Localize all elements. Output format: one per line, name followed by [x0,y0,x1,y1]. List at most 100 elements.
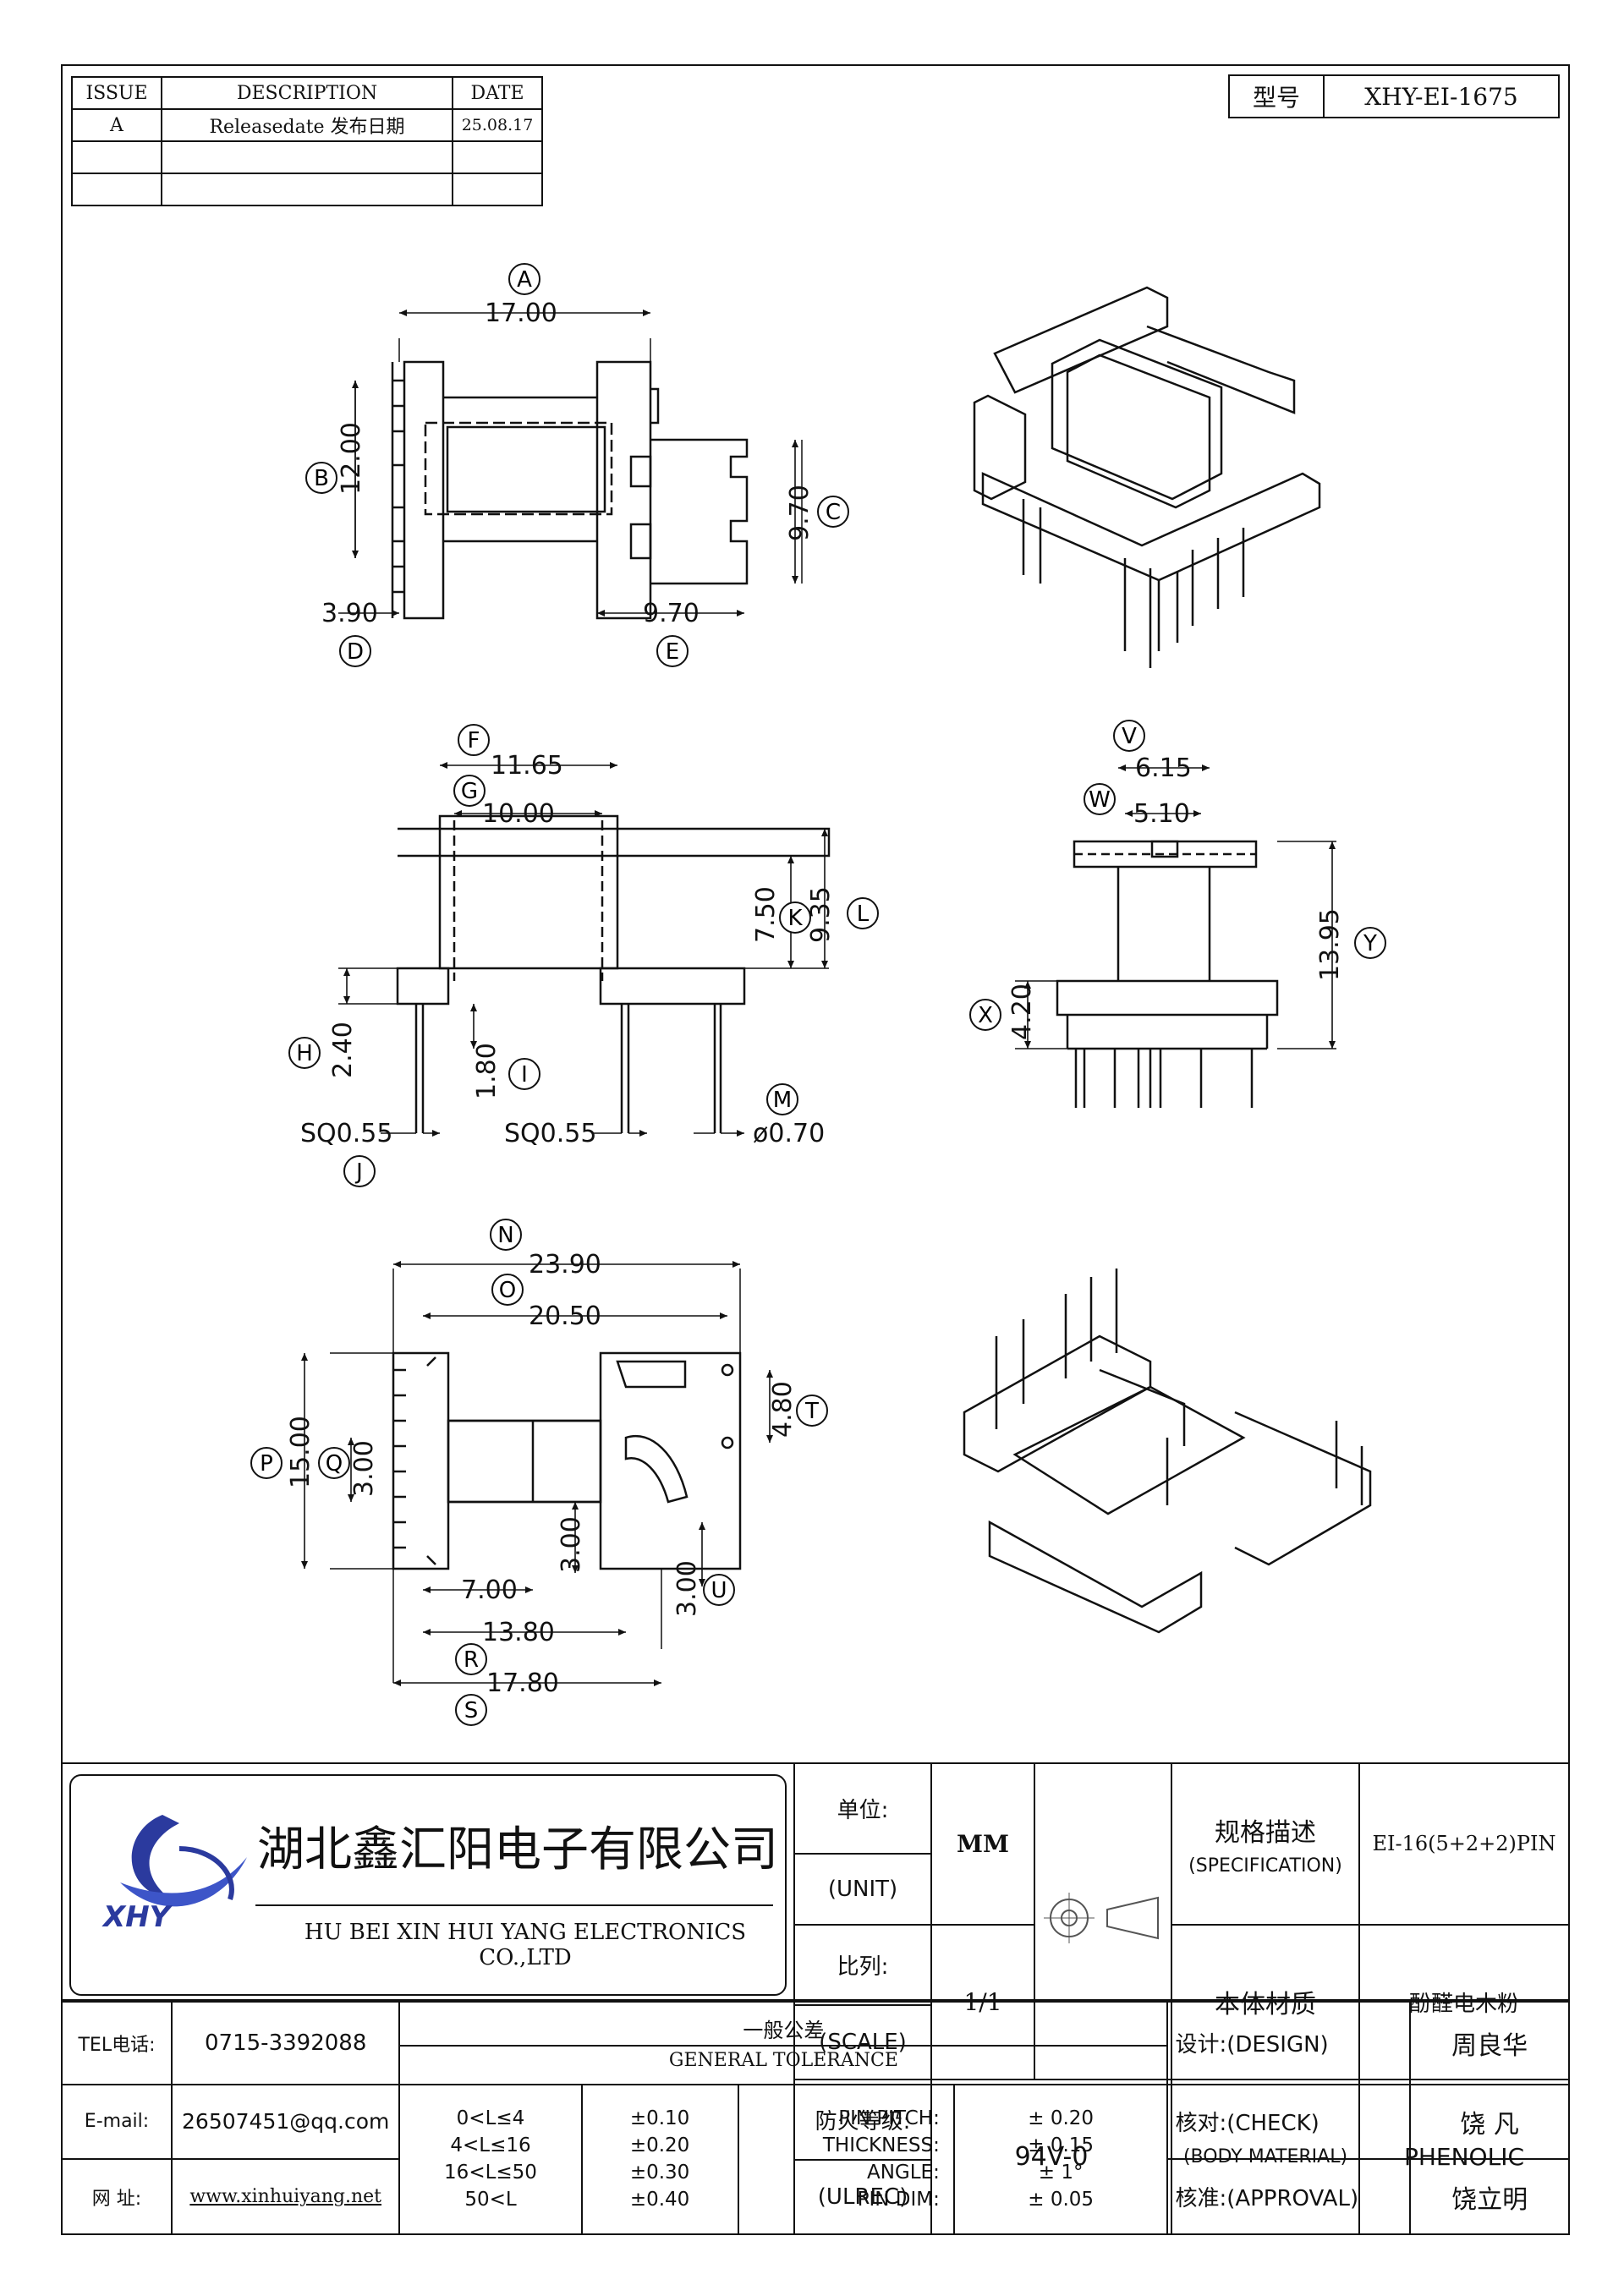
dim-text-700: 7.00 [461,1575,518,1605]
tol-value-2: ±0.20 [629,2134,690,2157]
balloon-i: I [508,1058,540,1090]
svg-text:U: U [710,1578,727,1603]
pin-name-2: THICKNESS: [822,2134,940,2157]
unit-label-en: (UNIT) [793,1852,932,1926]
svg-text:Y: Y [1363,931,1377,956]
dim-text-n: 23.90 [529,1250,601,1280]
pin-tol-2: ± 0.15 [1028,2134,1095,2157]
svg-text:R: R [464,1647,479,1673]
front-view [338,814,831,1133]
balloon-t: T [796,1395,828,1427]
tel-label: TEL电话: [61,2001,173,2085]
balloon-w: W [1084,783,1116,815]
tol-range-2: 4<L≤16 [450,2134,531,2157]
svg-text:X: X [978,1003,993,1028]
tol-range-1: 0<L≤4 [456,2107,525,2130]
technical-drawing: 17.00 12.00 9.70 3.90 9.70 11.65 10.00 7… [250,263,1386,1726]
rev-cell [161,140,453,174]
logo-text: XHY [102,1900,173,1933]
tol-range-4: 50<L [464,2189,517,2211]
dim-text-w: 5.10 [1133,799,1190,829]
svg-text:P: P [260,1451,273,1477]
tol-value-4: ±0.40 [629,2189,690,2211]
tol-value-1: ±0.10 [629,2107,690,2130]
dim-text-m: ø0.70 [753,1119,825,1148]
dim-text-d: 3.90 [321,599,378,628]
balloon-h: H [288,1037,321,1069]
balloon-y: Y [1354,927,1386,959]
balloon-l: L [847,897,879,929]
svg-text:O: O [499,1278,516,1303]
svg-text:E: E [666,639,679,665]
rev-cell [161,173,453,206]
company-name-en: HU BEI XIN HUI YANG ELECTRONICS CO.,LTD [304,1920,747,1970]
rev-cell [71,173,162,206]
balloon-a: A [508,263,540,295]
isometric-view-top [973,286,1321,668]
dim-text-x: 4.20 [1007,984,1037,1040]
email-label: E-mail: [61,2083,173,2161]
dim-text-v: 6.15 [1135,753,1192,783]
spec-label-cn: 规格描述 [1215,1817,1316,1848]
dim-text-p: 15.00 [286,1416,315,1488]
dim-text-t: 4.80 [768,1381,798,1438]
svg-text:Q: Q [326,1451,343,1477]
web-link[interactable]: www.xinhuiyang.net [170,2158,401,2235]
rev-cell: 25.08.17 [452,108,543,142]
svg-text:T: T [804,1399,819,1424]
rev-header-issue: ISSUE [71,76,162,110]
dim-text-f: 11.65 [491,751,563,781]
dim-text-g: 10.00 [482,799,555,829]
unit-label: 单位: [793,1762,932,1855]
company-logo: XHY [102,1815,247,1933]
dim-text-b: 12.00 [337,422,366,495]
dim-text-a: 17.00 [485,299,557,328]
svg-text:D: D [347,639,364,665]
tolerance-heading: 一般公差 GENERAL TOLERANCE [398,2001,1169,2085]
svg-text:B: B [314,466,329,491]
design-label: 设计:(DESIGN) [1166,2001,1412,2085]
spec-label-cell: 规格描述 (SPECIFICATION) [1171,1762,1360,1926]
balloon-u: U [703,1574,735,1606]
tolerance-en: GENERAL TOLERANCE [668,2049,898,2071]
dim-text-300b: 3.00 [557,1516,586,1573]
check-label: 核对:(CHECK) [1166,2083,1412,2161]
rev-header-description: DESCRIPTION [161,76,453,110]
pin-name-4: PIN DIM: [857,2189,940,2211]
balloon-e: E [656,635,689,667]
dim-text-k: 7.50 [751,886,781,943]
spec-label-en: (SPECIFICATION) [1188,1855,1342,1877]
info-strip: TEL电话: 0715-3392088 一般公差 GENERAL TOLERAN… [61,1999,1570,2237]
email-value[interactable]: 26507451@qq.com [170,2083,401,2161]
svg-text:K: K [787,906,803,931]
balloon-b: B [305,462,337,494]
dim-text-j2: SQ0.55 [504,1119,596,1148]
dim-text-j: SQ0.55 [300,1119,392,1148]
svg-text:M: M [773,1088,792,1113]
balloon-f: F [458,724,490,756]
dim-text-u: 3.00 [672,1560,702,1617]
pin-names: PIN PITCH: THICKNESS: ANGLE: PIN DIM: [737,2083,955,2236]
model-label: 型号 [1228,74,1325,118]
balloon-j: J [343,1155,376,1187]
rev-cell: A [71,108,162,142]
svg-text:L: L [857,901,870,927]
bottom-view [330,1269,742,1683]
dim-text-y: 13.95 [1315,908,1345,981]
company-name-cn: 湖北鑫汇阳电子有限公司 [257,1822,778,1877]
svg-text:H: H [296,1041,313,1066]
dim-text-i: 1.80 [472,1043,502,1099]
svg-text:N: N [497,1223,513,1248]
balloon-r: R [455,1643,487,1675]
svg-text:G: G [461,779,478,804]
dim-text-c: 9.70 [785,485,815,541]
side-view [1015,840,1336,1108]
revision-table: ISSUE DESCRIPTION DATE A Releasedate 发布日… [71,76,543,206]
balloon-x: X [969,999,1001,1031]
svg-text:J: J [354,1159,363,1185]
balloon-m: M [766,1083,798,1115]
spec-value: EI-16(5+2+2)PIN [1358,1762,1570,1926]
tol-value-3: ±0.30 [629,2162,690,2184]
dim-text-o: 20.50 [529,1301,601,1331]
